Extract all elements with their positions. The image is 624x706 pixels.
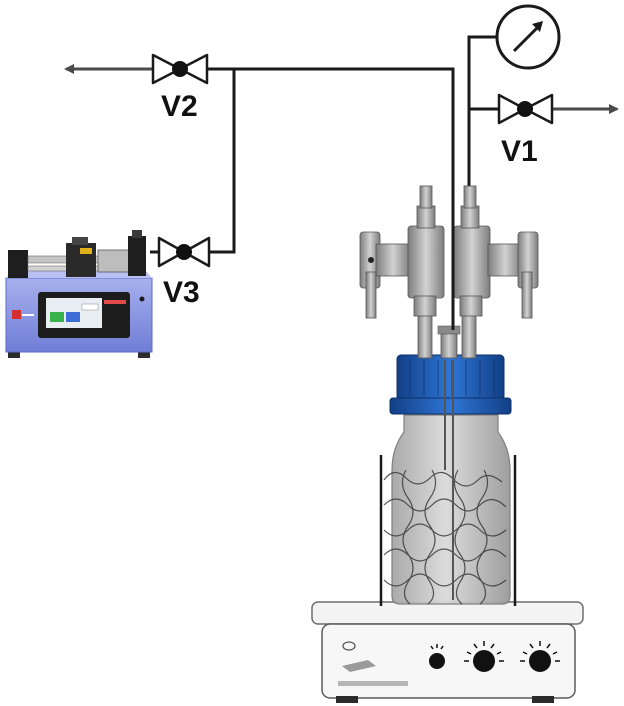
line-v3-branch (208, 69, 236, 254)
valve-label-v3: V3 (163, 276, 200, 309)
knob-icon[interactable] (429, 644, 445, 669)
heating-bath (379, 455, 517, 606)
valve-label-v2: V2 (161, 90, 198, 123)
reactor-bottle-icon (379, 354, 517, 606)
tubing (150, 35, 500, 360)
manifold-fittings (359, 69, 539, 359)
syringe-pump-icon[interactable] (5, 230, 153, 358)
valve-v3[interactable] (157, 236, 211, 268)
heat-knob-icon[interactable] (464, 641, 504, 672)
pump-logo-icon (12, 310, 21, 319)
pressure-gauge-icon (495, 4, 561, 70)
stir-knob-icon[interactable] (520, 641, 560, 672)
stirrer-hotplate-icon[interactable] (311, 601, 584, 703)
valve-v1[interactable] (497, 93, 554, 125)
pump-button-icon[interactable] (139, 296, 145, 302)
valve-label-v1: V1 (501, 135, 538, 168)
line-gauge-riser (467, 35, 497, 190)
bottle-cap (396, 354, 505, 401)
valve-v2[interactable] (151, 53, 209, 85)
